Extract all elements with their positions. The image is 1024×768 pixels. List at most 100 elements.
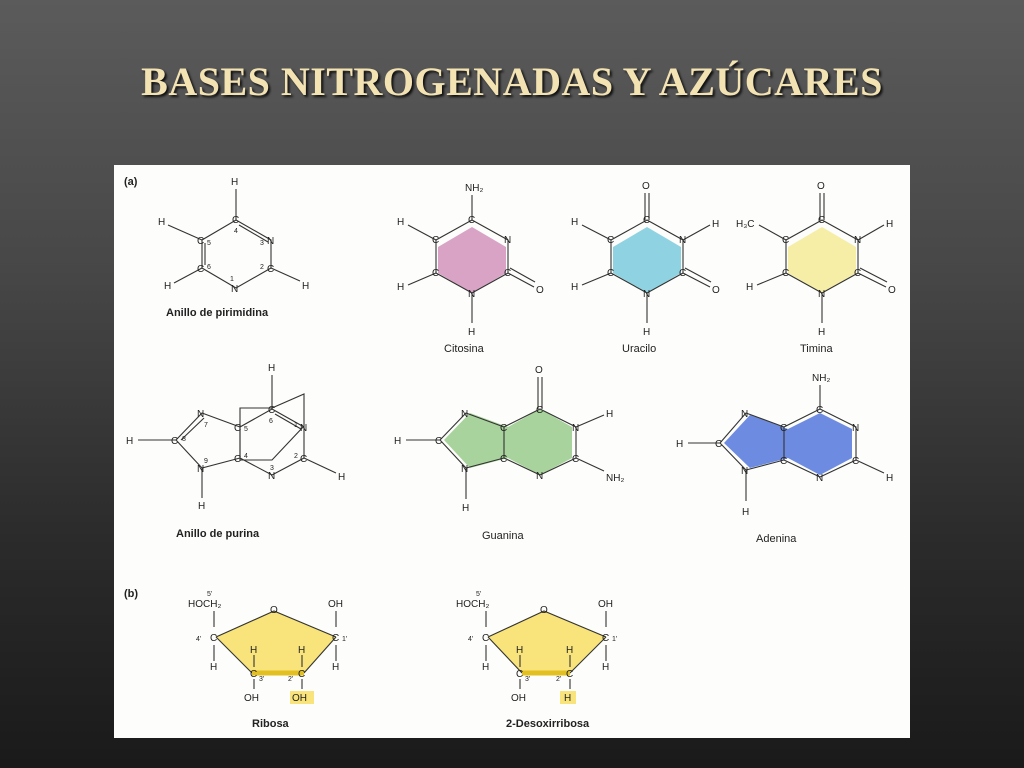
- atom-c: C: [504, 268, 511, 279]
- caption-deoxyribose: 2-Desoxirribosa: [506, 718, 590, 730]
- carbon-number: 3': [525, 676, 530, 683]
- guanine-ring-fill: [508, 409, 572, 475]
- adenine-ring-fill: [788, 413, 852, 475]
- ring-number: 3: [270, 465, 274, 472]
- hydroxyl-group: OH: [511, 693, 526, 704]
- thymine-molecule: O C N C N C C H O H₃C H H Timina: [736, 181, 896, 355]
- hydroxyl-group: OH: [328, 599, 343, 610]
- atom-n: N: [267, 236, 274, 247]
- atom-c: C: [607, 268, 614, 279]
- atom-h: H: [742, 507, 749, 518]
- atom-c: C: [250, 669, 257, 680]
- atom-n: N: [231, 284, 238, 295]
- atom-n: N: [852, 423, 859, 434]
- atom-n: N: [643, 289, 650, 300]
- atom-h: H: [268, 363, 275, 374]
- carbon-number: 1': [612, 636, 617, 643]
- atom-c: C: [536, 405, 543, 416]
- atom-o: O: [270, 605, 278, 616]
- deoxyribose-molecule: HOCH₂ 5' O OH C 4' C 1' H H H H C 3' C 2…: [456, 591, 617, 730]
- hydroxyl-group: OH: [244, 693, 259, 704]
- atom-c: C: [818, 215, 825, 226]
- ring-number: 1: [230, 276, 234, 283]
- atom-c: C: [500, 454, 507, 465]
- atom-h: H: [571, 282, 578, 293]
- deoxyribose-ring-fill: [488, 611, 606, 673]
- atom-c: C: [234, 423, 241, 434]
- atom-c: C: [715, 439, 722, 450]
- atom-h: H: [332, 662, 339, 673]
- atom-n: N: [741, 466, 748, 477]
- atom-o: O: [888, 285, 896, 296]
- atom-c: C: [566, 669, 573, 680]
- atom-n: N: [504, 235, 511, 246]
- atom-c: C: [432, 268, 439, 279]
- cytosine-ring-fill: [438, 227, 506, 293]
- atom-c: C: [234, 454, 241, 465]
- ribose-molecule: HOCH₂ 5' O OH C 4' C 1' H H H H C 3' C 2…: [188, 591, 347, 730]
- atom-h: H: [158, 217, 165, 228]
- purine-ring: H C N C N C C N C N H H H 6 1 2 3 4 5 7 …: [126, 363, 345, 540]
- atom-c: C: [435, 436, 442, 447]
- atom-c: C: [268, 405, 275, 416]
- atom-c: C: [643, 215, 650, 226]
- carbon-number: 4': [196, 636, 201, 643]
- caption-ribose: Ribosa: [252, 718, 290, 730]
- atom-n: N: [468, 289, 475, 300]
- panel-label-a: (a): [124, 176, 138, 188]
- atom-h: H: [394, 436, 401, 447]
- thymine-ring-fill: [788, 227, 856, 293]
- atom-c: C: [332, 633, 339, 644]
- atom-c: C: [780, 456, 787, 467]
- atom-h: H: [886, 473, 893, 484]
- slide-title: BASES NITROGENADAS Y AZÚCARES: [141, 59, 883, 104]
- atom-n: N: [818, 289, 825, 300]
- caption-pyrimidine: Anillo de pirimidina: [166, 307, 269, 319]
- atom-o: O: [540, 605, 548, 616]
- atom-c: C: [171, 436, 178, 447]
- atom-c: C: [780, 423, 787, 434]
- atom-h: H: [298, 645, 305, 656]
- atom-n: N: [461, 464, 468, 475]
- carbon-number: 2': [556, 676, 561, 683]
- atom-c: C: [602, 633, 609, 644]
- ribose-ring-fill: [216, 611, 336, 673]
- pyrimidine-ring: H C N C N C C H H H 4 3 2 1 6 5 Anillo d…: [158, 177, 309, 319]
- guanine-molecule: O C N C N C C N C N H NH₂ H H Guanina: [394, 365, 624, 542]
- atom-h: H: [571, 217, 578, 228]
- atom-h: H: [198, 501, 205, 512]
- caption-cytosine: Citosina: [444, 343, 485, 355]
- methyl-group: H₃C: [736, 219, 755, 230]
- atom-h: H: [818, 327, 825, 338]
- highlight-2-h: [560, 691, 576, 704]
- atom-h: H: [886, 219, 893, 230]
- atom-h: H: [606, 409, 613, 420]
- panel-label-b: (b): [124, 588, 138, 600]
- atom-c: C: [500, 423, 507, 434]
- guanine-ring-fill: [444, 413, 508, 468]
- atom-c: C: [432, 235, 439, 246]
- ch2oh-group: HOCH₂: [188, 599, 221, 610]
- atom-n: N: [679, 235, 686, 246]
- atom-n: N: [572, 423, 579, 434]
- atom-n: N: [461, 409, 468, 420]
- atom-h: H: [712, 219, 719, 230]
- atom-h: H: [338, 472, 345, 483]
- atom-c: C: [607, 235, 614, 246]
- atom-h: H: [516, 645, 523, 656]
- atom-h: H: [676, 439, 683, 450]
- ring-number: 2: [260, 264, 264, 271]
- ring-number: 2: [294, 453, 298, 460]
- atom-c: C: [782, 235, 789, 246]
- atom-n: N: [197, 464, 204, 475]
- atom-n: N: [197, 409, 204, 420]
- atom-h: H: [746, 282, 753, 293]
- amino-group: NH₂: [465, 183, 483, 194]
- ring-number: 5: [244, 426, 248, 433]
- atom-n: N: [854, 235, 861, 246]
- uracil-ring-fill: [613, 227, 681, 293]
- amino-group: NH₂: [812, 373, 830, 384]
- caption-purine: Anillo de purina: [176, 528, 260, 540]
- carbon-number: 3': [259, 676, 264, 683]
- carbon-number: 1': [342, 636, 347, 643]
